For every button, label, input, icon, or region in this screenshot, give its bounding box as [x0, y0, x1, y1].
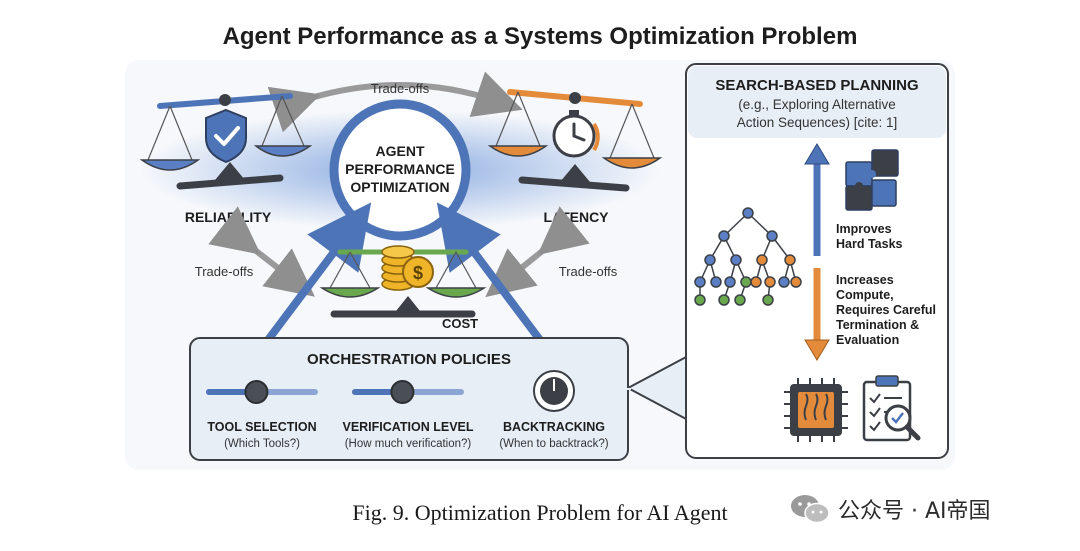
improves-line2: Hard Tasks: [836, 237, 903, 251]
tradeoff-label-right: Trade-offs: [559, 264, 618, 279]
search-sub-line2: Action Sequences) [cite: 1]: [737, 115, 898, 130]
tool-selection-slider[interactable]: [206, 380, 318, 404]
puzzle-icon: [845, 149, 899, 211]
tradeoff-label-left: Trade-offs: [195, 264, 254, 279]
watermark: 公众号 · AI帝国: [790, 492, 991, 526]
tradeoff-arrow-top: [267, 71, 523, 133]
orchestration-arrow-left: [264, 202, 372, 343]
clipboard-check-icon: [862, 375, 921, 442]
search-panel-header: [688, 66, 946, 138]
tool-selection-label: TOOL SELECTION: [207, 420, 316, 434]
verification-fill: [352, 389, 403, 395]
shield-check-icon: [205, 108, 247, 164]
increases-line5: Evaluation: [836, 333, 899, 347]
verification-level-slider[interactable]: [352, 380, 464, 404]
improves-line1: Improves: [836, 222, 892, 236]
watermark-text: 公众号 · AI帝国: [838, 499, 991, 524]
tool-selection-sub: (Which Tools?): [224, 438, 300, 450]
center-label-line2: PERFORMANCE: [345, 161, 455, 177]
cpu-chip-icon: [784, 378, 848, 442]
increases-line3: Requires Careful: [836, 303, 936, 317]
wechat-logo-icon: [791, 495, 830, 524]
verification-label: VERIFICATION LEVEL: [342, 420, 473, 434]
tool-selection-knob[interactable]: [244, 380, 269, 404]
stopwatch-icon: [552, 110, 600, 158]
dollar-coin-icon: $: [402, 256, 434, 288]
verification-knob[interactable]: [390, 380, 415, 404]
tradeoff-label-top: Trade-offs: [371, 81, 430, 96]
increases-line1: Increases: [836, 273, 894, 287]
tool-selection-fill: [206, 389, 257, 395]
diagram-title: Agent Performance as a Systems Optimizat…: [223, 23, 858, 50]
search-tree-icon: [694, 207, 802, 306]
search-title: SEARCH-BASED PLANNING: [715, 77, 918, 94]
verification-sub: (How much verification?): [345, 438, 472, 450]
tradeoff-arrow-right: [485, 206, 590, 298]
center-label-line1: AGENT: [376, 143, 425, 159]
svg-text:$: $: [413, 263, 423, 283]
backtracking-sub: (When to backtrack?): [499, 438, 608, 450]
orchestration-arrow-right: [436, 202, 544, 343]
reliability-label: RELIABILITY: [185, 209, 272, 225]
center-label-line3: OPTIMIZATION: [350, 179, 449, 195]
cost-label: COST: [442, 316, 478, 331]
tradeoff-arrow-left: [208, 206, 315, 297]
latency-scale-icon: [487, 89, 663, 192]
backtracking-dial-icon[interactable]: [533, 370, 575, 412]
increases-line2: Compute,: [836, 288, 894, 302]
orchestration-title: ORCHESTRATION POLICIES: [307, 351, 511, 368]
backtracking-label: BACKTRACKING: [503, 420, 605, 434]
search-sub-line1: (e.g., Exploring Alternative: [738, 97, 896, 112]
latency-label: LATENCY: [543, 209, 609, 225]
figure-caption: Fig. 9. Optimization Problem for AI Agen…: [352, 500, 728, 525]
increases-line4: Termination &: [836, 318, 919, 332]
reliability-scale-icon: [139, 93, 313, 190]
